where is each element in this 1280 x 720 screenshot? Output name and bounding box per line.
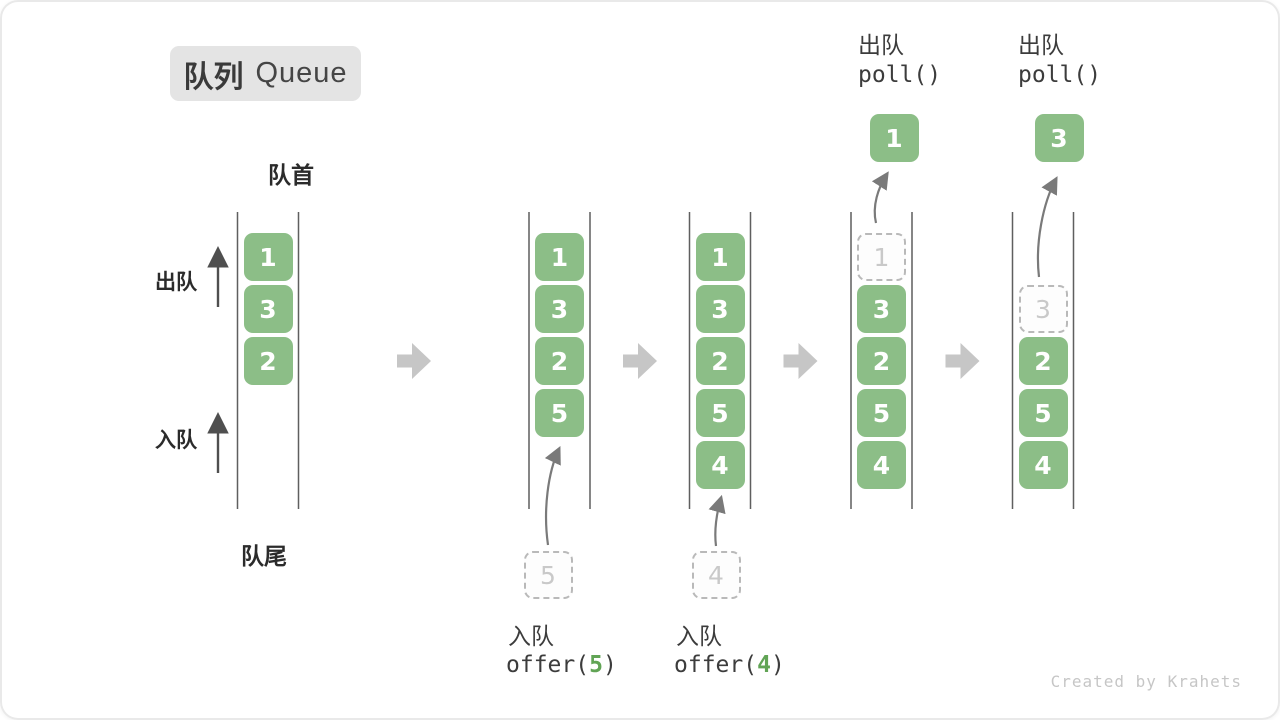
- dequeue-op-code: poll(): [858, 62, 942, 88]
- state-transition-arrow: [783, 343, 818, 379]
- title-en: Queue: [255, 57, 348, 89]
- queue-item-box: 5: [695, 389, 745, 437]
- queue-item-box: 4: [695, 441, 745, 489]
- enqueue-ghost-box: 5: [523, 551, 573, 599]
- dequeued-value-box: 3: [1034, 114, 1084, 162]
- queue-item-ghost: 3: [1018, 285, 1068, 333]
- title-badge: 队列 Queue: [170, 46, 361, 101]
- label-enqueue-side: 入队: [155, 429, 197, 452]
- dequeue-op-label: 出队: [858, 32, 904, 58]
- label-queue-front: 队首: [268, 162, 314, 188]
- title-zh: 队列: [183, 60, 244, 94]
- dequeue-arrow: [871, 171, 889, 224]
- enqueue-op-code: offer(4): [674, 652, 785, 678]
- queue-item-box: 1: [695, 233, 745, 281]
- enqueue-op-code: offer(5): [506, 652, 617, 678]
- queue-item-box: 3: [857, 285, 906, 333]
- queue-item-box: 2: [695, 337, 745, 385]
- dequeued-value-box: 1: [869, 114, 919, 162]
- queue-item-box: 2: [243, 337, 293, 385]
- queue-item-box: 5: [857, 389, 906, 437]
- queue-item-ghost: 1: [857, 233, 906, 281]
- state-transition-arrow: [397, 343, 431, 379]
- queue-item-box: 4: [857, 441, 906, 489]
- queue-item-box: 2: [857, 337, 906, 385]
- queue-item-box: 1: [535, 233, 584, 281]
- queue-item-box: 3: [535, 285, 584, 333]
- queue-item-box: 2: [1018, 337, 1068, 385]
- label-dequeue-side: 出队: [155, 271, 197, 294]
- dequeue-arrow: [1036, 176, 1058, 278]
- watermark: Created by Krahets: [1050, 672, 1242, 691]
- state-transition-arrow: [623, 343, 657, 379]
- dequeue-op-code: poll(): [1018, 62, 1102, 88]
- dequeue-op-label: 出队: [1018, 32, 1064, 58]
- queue-item-box: 3: [243, 285, 293, 333]
- queue-item-box: 2: [535, 337, 584, 385]
- queue-item-box: 4: [1018, 441, 1068, 489]
- queue-item-box: 5: [1018, 389, 1068, 437]
- enqueue-op-label: 入队: [508, 623, 554, 649]
- queue-item-box: 5: [535, 389, 584, 437]
- enqueue-arrow: [708, 494, 726, 547]
- queue-item-box: 3: [695, 285, 745, 333]
- state-transition-arrow: [945, 343, 980, 379]
- enqueue-op-label: 入队: [676, 623, 722, 649]
- enqueue-ghost-box: 4: [691, 551, 741, 599]
- queue-item-box: 1: [243, 233, 293, 281]
- label-queue-rear: 队尾: [241, 543, 287, 569]
- enqueue-arrow: [544, 446, 561, 546]
